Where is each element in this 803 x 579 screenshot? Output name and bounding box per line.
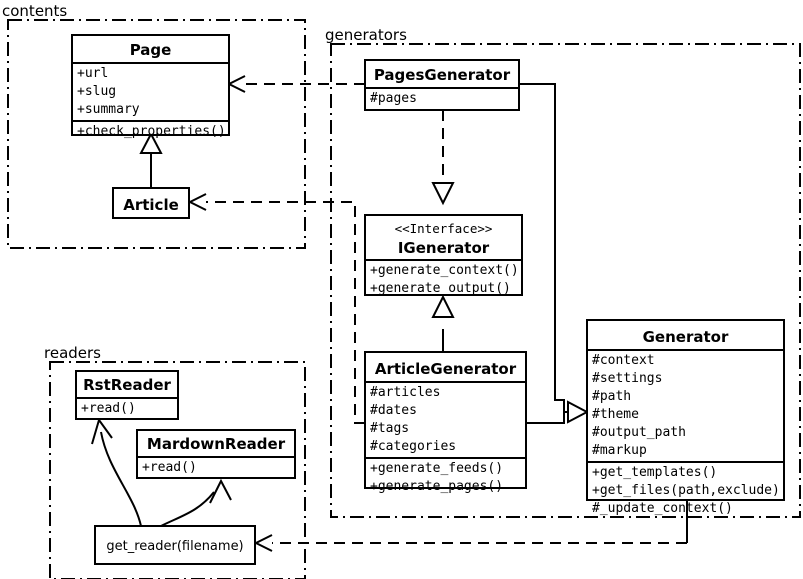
class-box-frame [112, 187, 190, 219]
package-generators-label: generators [325, 26, 407, 44]
connector-pagesgenerator-realizes-igenerator [431, 110, 455, 206]
class-attribute: #pages [370, 91, 417, 106]
class-attribute: #categories [370, 439, 456, 454]
class-attribute: #context [592, 353, 655, 368]
class-box-generator[interactable]: Generator #context #settings #path #theme #ou… [586, 319, 785, 516]
package-readers: readers [44, 344, 306, 579]
class-method: +get_files(path,exclude) [592, 483, 780, 498]
class-method: +read() [81, 401, 136, 416]
class-name: Page [130, 41, 172, 59]
package-contents: contents [2, 2, 306, 249]
connector-articlegenerator-inherits-generator [526, 400, 590, 424]
class-method: +generate_feeds() [370, 461, 503, 476]
class-method: +get_templates() [592, 465, 717, 480]
class-attribute: #dates [370, 403, 417, 418]
class-name: MardownReader [147, 435, 286, 453]
class-box-article_generator[interactable]: ArticleGenerator #articles #dates #tags #cat… [364, 351, 527, 494]
class-attribute: #output_path [592, 425, 686, 440]
class-box-layer: Page +url +slug +summary +check_properties()… [71, 34, 785, 516]
class-box-pages_generator[interactable]: PagesGenerator #pages [364, 59, 520, 111]
class-attribute: #theme [592, 407, 639, 422]
class-box-mardown_reader[interactable]: MardownReader +read() [136, 429, 296, 479]
function-box-frame [94, 525, 256, 565]
connector-article-inherits-page [139, 131, 163, 188]
package-contents-label: contents [2, 2, 67, 20]
class-name: IGenerator [398, 239, 490, 257]
class-attribute: #markup [592, 443, 647, 458]
connector-articlegenerator-uses-article [187, 193, 365, 424]
connector-pagesgenerator-uses-page [226, 75, 365, 93]
class-method: #_update_context() [592, 501, 733, 516]
class-box-frame [364, 59, 520, 111]
class-method: +check_properties() [77, 124, 226, 139]
class-method: +generate_context() [370, 263, 519, 278]
function-box-get_reader[interactable]: get_reader(filename) [94, 525, 256, 565]
class-box-article[interactable]: Article [112, 187, 190, 219]
class-box-rst_reader[interactable]: RstReader +read() [75, 370, 179, 420]
connector-articlegenerator-inherits-igenerator [431, 294, 455, 352]
class-box-frame [136, 429, 296, 479]
class-attribute: #settings [592, 371, 662, 386]
class-method: +generate_output() [370, 281, 511, 296]
class-attribute: +url [77, 66, 108, 81]
package-generators-border [330, 43, 801, 518]
class-name: ArticleGenerator [375, 360, 517, 378]
package-contents-border [7, 19, 306, 249]
function-box-label: get_reader(filename) [106, 539, 243, 554]
connector-getreader-creates-rstreader [91, 417, 142, 527]
class-name: RstReader [83, 376, 171, 394]
class-box-frame [364, 351, 527, 489]
connector-getreader-creates-mardownreader [160, 478, 232, 527]
class-box-page[interactable]: Page +url +slug +summary +check_properties() [71, 34, 230, 139]
function-box-layer: get_reader(filename) [94, 525, 256, 565]
package-readers-border [49, 361, 306, 579]
class-attribute: #articles [370, 385, 440, 400]
class-method: +generate_pages() [370, 479, 503, 494]
class-name: Generator [643, 328, 729, 346]
class-attribute: +slug [77, 84, 116, 99]
class-name: Article [123, 196, 179, 214]
class-box-igenerator[interactable]: <<Interface>> IGenerator +generate_context… [364, 214, 523, 296]
class-name: PagesGenerator [374, 66, 511, 84]
class-stereotype: <<Interface>> [395, 221, 493, 236]
class-method: +read() [142, 460, 197, 475]
package-readers-label: readers [44, 344, 101, 362]
class-box-frame [71, 34, 230, 136]
class-attribute: #tags [370, 421, 409, 436]
class-attribute: +summary [77, 102, 140, 117]
package-generators: generators [325, 26, 801, 518]
connector-pagesgenerator-inherits-generator [519, 83, 565, 412]
class-box-frame [364, 214, 523, 296]
class-attribute: #path [592, 389, 631, 404]
class-box-frame [75, 370, 179, 420]
